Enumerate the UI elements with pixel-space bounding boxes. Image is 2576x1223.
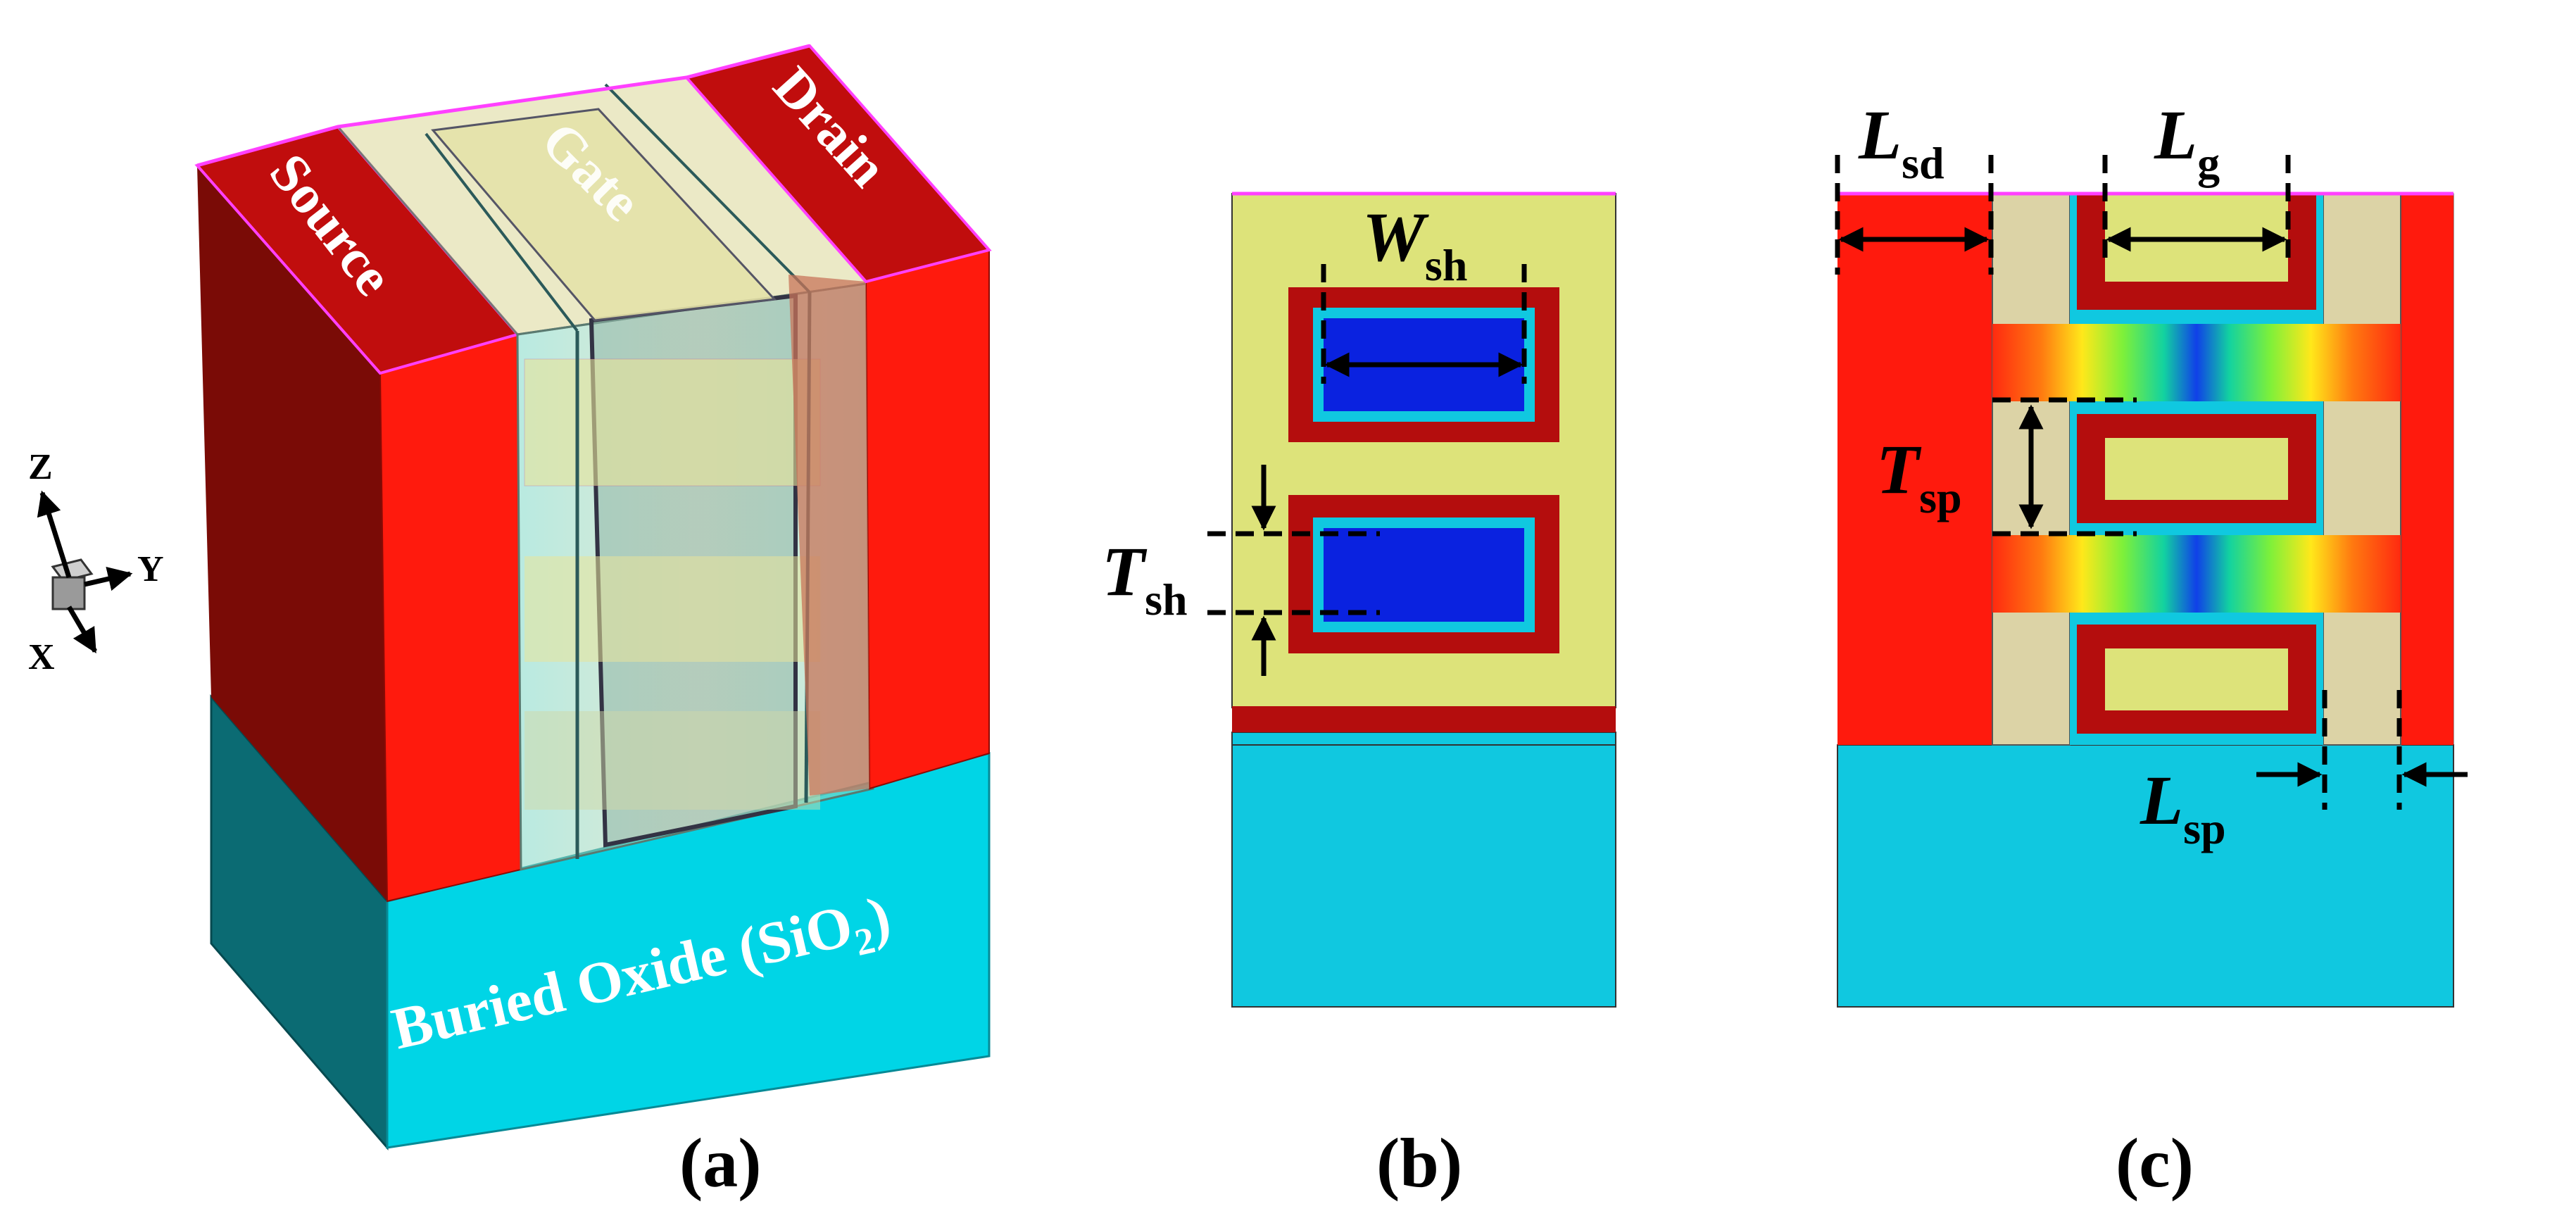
c-gate-bottom-fill <box>2105 648 2288 710</box>
y-axis-arrow <box>84 567 133 591</box>
c-drain-main <box>2401 194 2454 745</box>
nanosheet-hint-top <box>524 358 821 487</box>
c-channel-bottom <box>1992 535 2401 613</box>
b-sheet-bottom-channel <box>1324 528 1524 622</box>
axis-cube-top <box>51 558 94 582</box>
axis-triad: Z Y X <box>28 447 164 677</box>
c-channel-top <box>1992 324 2401 401</box>
z-axis-arrow <box>37 490 72 579</box>
gate-top-face <box>431 108 777 322</box>
c-box-oxide <box>1837 744 2454 1008</box>
gate-edge-line-4 <box>604 83 811 294</box>
gate-edge-line-3 <box>425 132 579 332</box>
lg-label: Lg <box>2154 96 2220 188</box>
panel-b: Wsh Tsh (b) <box>1102 192 1616 1202</box>
c-source <box>1837 194 1992 745</box>
axis-cube <box>51 576 86 610</box>
caption-b: (b) <box>1376 1124 1462 1202</box>
c-spacer-right <box>2323 193 2401 746</box>
nanosheet-hint-bottom <box>524 711 820 810</box>
caption-c: (c) <box>2116 1124 2194 1202</box>
drain-front-face <box>865 249 990 790</box>
x-axis-label: X <box>28 637 55 677</box>
nanosheet-hint-mid <box>524 556 820 662</box>
tsp-label: Tsp <box>1876 430 1962 522</box>
y-axis-label: Y <box>137 549 164 589</box>
tsh-label: Tsh <box>1102 532 1188 625</box>
top-outline <box>196 44 810 168</box>
source-side-face <box>197 165 387 901</box>
c-gate-mid-fill <box>2105 438 2288 500</box>
caption-a: (a) <box>679 1124 762 1202</box>
panel-c: Lsd Lg Tsp Lsp (c) <box>1835 96 2468 1202</box>
lsp-label: Lsp <box>2140 761 2226 853</box>
b-box-oxide <box>1231 732 1616 1008</box>
source-front-face <box>379 333 522 903</box>
drain-side-face <box>788 275 869 796</box>
panel-a: Source Gate Drain Buried Oxide (SiO2) Z … <box>28 44 992 1202</box>
wsh-label: Wsh <box>1362 198 1467 290</box>
x-axis-arrow <box>66 606 98 654</box>
lsd-label: Lsd <box>1858 96 1944 188</box>
b-ground-ring-strip <box>1232 706 1616 732</box>
z-axis-label: Z <box>28 447 53 487</box>
